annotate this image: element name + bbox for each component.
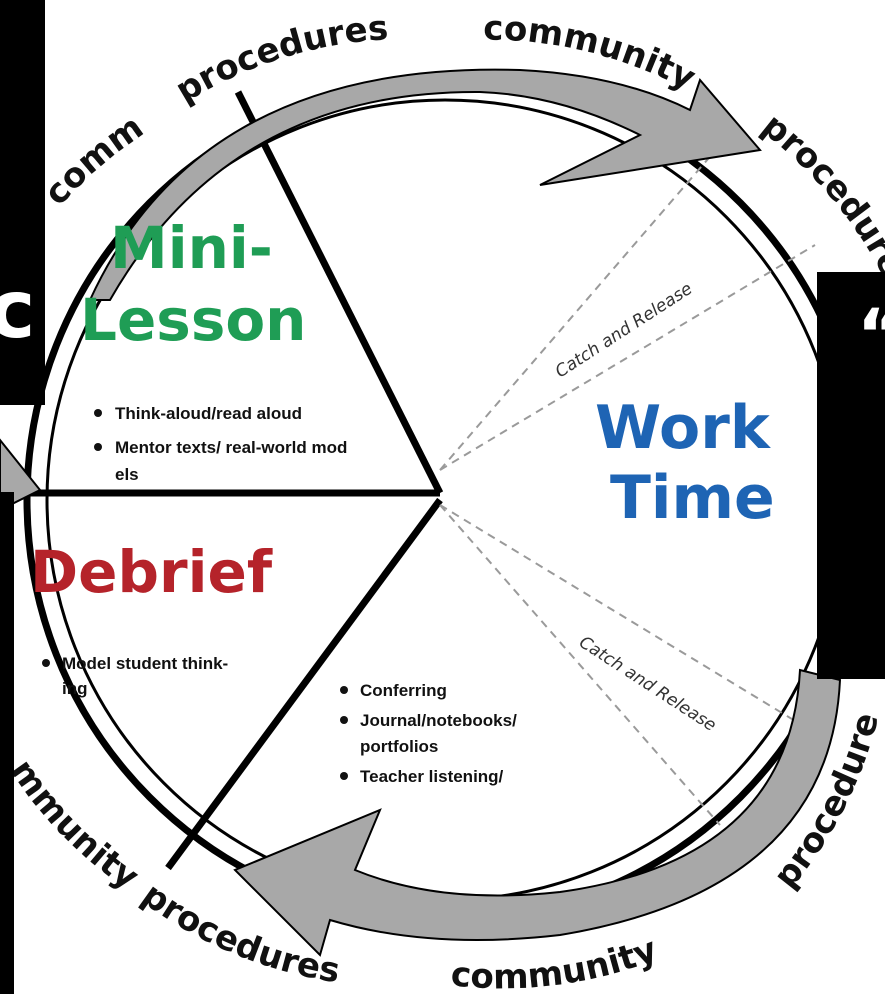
work-time-title-line2: Time <box>610 463 775 533</box>
black-panel-bottom-left <box>0 492 14 994</box>
divider-mini-lesson-top <box>234 90 444 495</box>
cycle-arrow-bottom <box>233 668 842 957</box>
bullet-text: els <box>115 465 139 484</box>
ring-label-community-top-left: comm <box>36 107 150 213</box>
cycle-arrow-top <box>88 68 762 301</box>
bullet-text: Model student think- <box>62 654 228 673</box>
bullet-dot <box>94 443 102 451</box>
bullet-dot <box>340 686 348 694</box>
mini-lesson-title-line2: Lesson <box>80 286 306 354</box>
debrief-bullets: Model student think- ing <box>42 654 228 698</box>
work-time-title-line1: Work <box>595 393 772 463</box>
dashed-line <box>439 504 721 826</box>
debrief-title: Debrief <box>30 538 273 606</box>
bullet-text: Conferring <box>360 681 447 700</box>
dashed-line <box>439 504 811 731</box>
bullet-dot <box>94 409 102 417</box>
bullet-dot <box>42 659 50 667</box>
panel-glyph-right: “ <box>857 300 885 370</box>
work-time-bullets: Conferring Journal/notebooks/ portfolios… <box>340 681 517 786</box>
dashed-lines <box>439 144 816 826</box>
divider-debrief-bottom <box>165 497 443 871</box>
mini-lesson-bullets: Think-aloud/read aloud Mentor texts/ rea… <box>94 404 347 484</box>
dashed-line <box>439 144 721 471</box>
bullet-text: Think-aloud/read aloud <box>115 404 302 423</box>
bullet-text: portfolios <box>360 737 438 756</box>
bullet-text: Mentor texts/ real-world mod <box>115 438 347 457</box>
panel-glyph-left: c <box>0 263 36 356</box>
bullet-text: Teacher listening/ <box>360 767 504 786</box>
mini-lesson-title-line1: Mini- <box>110 214 273 282</box>
dashed-line <box>439 244 816 471</box>
bullet-text: Journal/notebooks/ <box>360 711 517 730</box>
bullet-dot <box>340 716 348 724</box>
black-panel-top-left: c <box>0 0 45 405</box>
black-panel-right: “ <box>817 272 885 679</box>
bullet-dot <box>340 772 348 780</box>
bullet-text: ing <box>62 679 88 698</box>
